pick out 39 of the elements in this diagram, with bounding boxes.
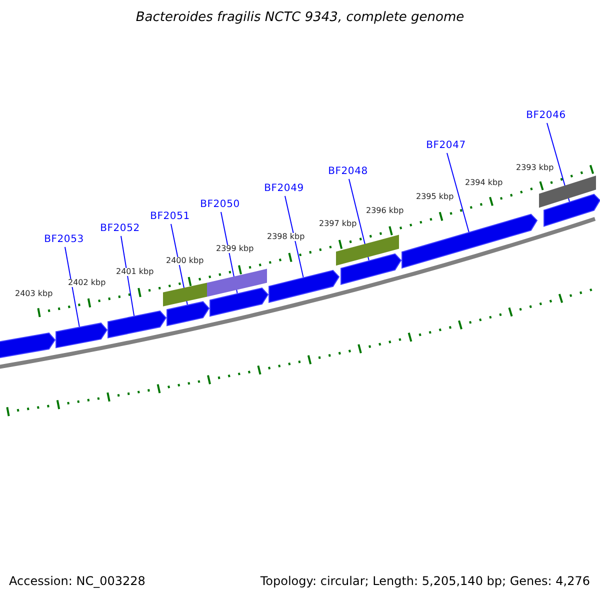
- gene-label: BF2052: [100, 224, 140, 234]
- gene-block: [544, 194, 600, 227]
- feature-bar: [163, 282, 207, 306]
- leader-line: [120, 236, 135, 316]
- gene-label: BF2046: [526, 111, 566, 121]
- feature-bar: [336, 234, 399, 266]
- gene-block: [0, 332, 56, 360]
- scale-label: 2400 kbp: [165, 257, 205, 265]
- scale-label: 2399 kbp: [215, 245, 255, 253]
- gene-block: [56, 322, 108, 348]
- footer-text: Topology: circular; Length: 5,205,140 bp; Genes: 4,276: [260, 575, 590, 587]
- gene-block: [210, 287, 269, 317]
- gene-label: BF2049: [264, 184, 304, 194]
- gene-label: BF2051: [150, 212, 190, 222]
- scale-label: 2402 kbp: [67, 279, 107, 287]
- scale-label: 2396 kbp: [365, 207, 405, 215]
- gene-label: BF2048: [328, 167, 368, 177]
- feature-bar: [539, 176, 596, 208]
- feature-bar: [207, 268, 267, 297]
- scale-label: 2398 kbp: [266, 233, 306, 241]
- gene-block: [268, 270, 340, 303]
- title: Bacteroides fragilis NCTC 9343, complete genome: [134, 11, 466, 24]
- gene-block: [340, 253, 402, 285]
- gene-block: [166, 301, 210, 326]
- gene-label: BF2050: [200, 200, 240, 210]
- scale-label: 2393 kbp: [515, 164, 555, 172]
- footer-text: Accession: NC_003228: [9, 575, 146, 587]
- gene-label: BF2053: [44, 235, 84, 245]
- gene-block: [402, 214, 538, 269]
- leader-line: [284, 196, 304, 278]
- gene-label: BF2047: [426, 141, 466, 151]
- scale-label: 2401 kbp: [115, 268, 155, 276]
- scale-label: 2394 kbp: [464, 179, 504, 187]
- leader-line: [446, 152, 470, 233]
- gene-block: [108, 310, 167, 338]
- scale-label: 2403 kbp: [14, 290, 54, 298]
- leader-line: [64, 246, 80, 328]
- scale-label: 2397 kbp: [318, 220, 358, 228]
- scale-label: 2395 kbp: [415, 193, 455, 201]
